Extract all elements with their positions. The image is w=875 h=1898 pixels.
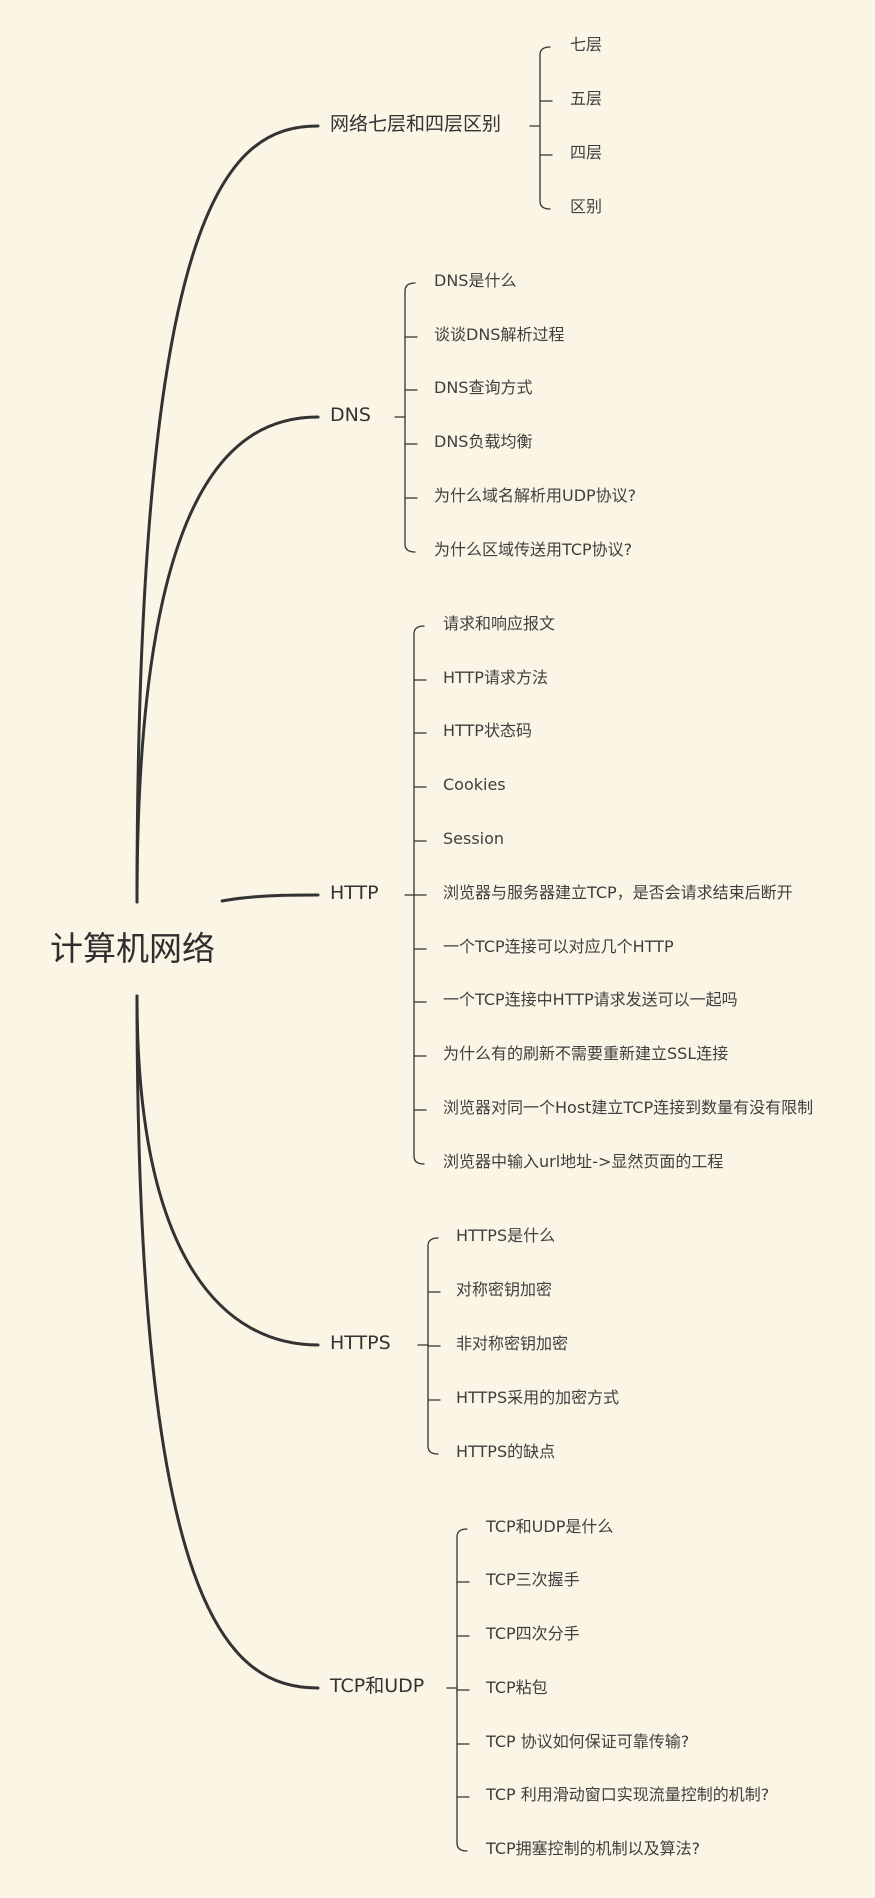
leaf-dns-1: DNS是什么: [434, 271, 517, 290]
leaf-dns-5: 为什么域名解析用UDP协议?: [434, 486, 637, 505]
leaf-tcp-udp-2: TCP三次握手: [486, 1570, 580, 1589]
leaf-osi-layers-3: 四层: [570, 143, 603, 162]
leaf-tcp-udp-5: TCP 协议如何保证可靠传输?: [486, 1732, 690, 1751]
connector-http: [220, 893, 320, 903]
leaf-http-1: 请求和响应报文: [443, 614, 556, 633]
leaf-http-7: 一个TCP连接可以对应几个HTTP: [443, 937, 674, 956]
leaf-https-2: 对称密钥加密: [456, 1280, 553, 1299]
leaf-http-9: 为什么有的刷新不需要重新建立SSL连接: [443, 1044, 729, 1063]
leaf-tcp-udp-1: TCP和UDP是什么: [486, 1517, 614, 1536]
root-node: 计算机网络: [50, 929, 215, 968]
bracket-osi-layers: [539, 46, 551, 210]
leaf-https-5: HTTPS的缺点: [456, 1442, 556, 1461]
branch-https: HTTPS: [330, 1332, 391, 1354]
leaf-tcp-udp-7: TCP拥塞控制的机制以及算法?: [486, 1839, 701, 1858]
leaf-http-10: 浏览器对同一个Host建立TCP连接到数量有没有限制: [443, 1098, 814, 1117]
leaf-https-3: 非对称密钥加密: [456, 1334, 569, 1353]
leaf-tcp-udp-6: TCP 利用滑动窗口实现流量控制的机制?: [486, 1785, 770, 1804]
branch-tcp-udp: TCP和UDP: [330, 1675, 425, 1697]
leaf-osi-layers-1: 七层: [570, 35, 603, 54]
leaf-http-6: 浏览器与服务器建立TCP，是否会请求结束后断开: [443, 883, 793, 902]
branch-dns: DNS: [330, 404, 371, 426]
connector-osi-layers: [135, 124, 320, 904]
connector-dns: [135, 415, 320, 904]
leaf-osi-layers-2: 五层: [570, 89, 603, 108]
leaf-dns-4: DNS负载均衡: [434, 432, 533, 451]
leaf-osi-layers-4: 区别: [570, 197, 603, 216]
leaf-dns-3: DNS查询方式: [434, 378, 533, 397]
leaf-dns-2: 谈谈DNS解析过程: [434, 325, 565, 344]
leaf-tcp-udp-3: TCP四次分手: [486, 1624, 580, 1643]
leaf-tcp-udp-4: TCP粘包: [486, 1678, 548, 1697]
leaf-http-5: Session: [443, 829, 505, 848]
connector-https: [135, 994, 320, 1347]
leaf-https-4: HTTPS采用的加密方式: [456, 1388, 620, 1407]
leaf-dns-6: 为什么区域传送用TCP协议?: [434, 540, 633, 559]
leaf-http-8: 一个TCP连接中HTTP请求发送可以一起吗: [443, 990, 738, 1009]
leaf-http-4: Cookies: [443, 775, 506, 794]
leaf-http-11: 浏览器中输入url地址->显然页面的工程: [443, 1152, 724, 1171]
leaf-http-2: HTTP请求方法: [443, 668, 548, 687]
connector-tcp-udp: [135, 994, 320, 1690]
branch-osi-layers: 网络七层和四层区别: [330, 113, 502, 135]
branch-http: HTTP: [330, 882, 379, 904]
leaf-http-3: HTTP状态码: [443, 721, 532, 740]
bracket-dns: [404, 282, 416, 553]
leaf-https-1: HTTPS是什么: [456, 1226, 556, 1245]
